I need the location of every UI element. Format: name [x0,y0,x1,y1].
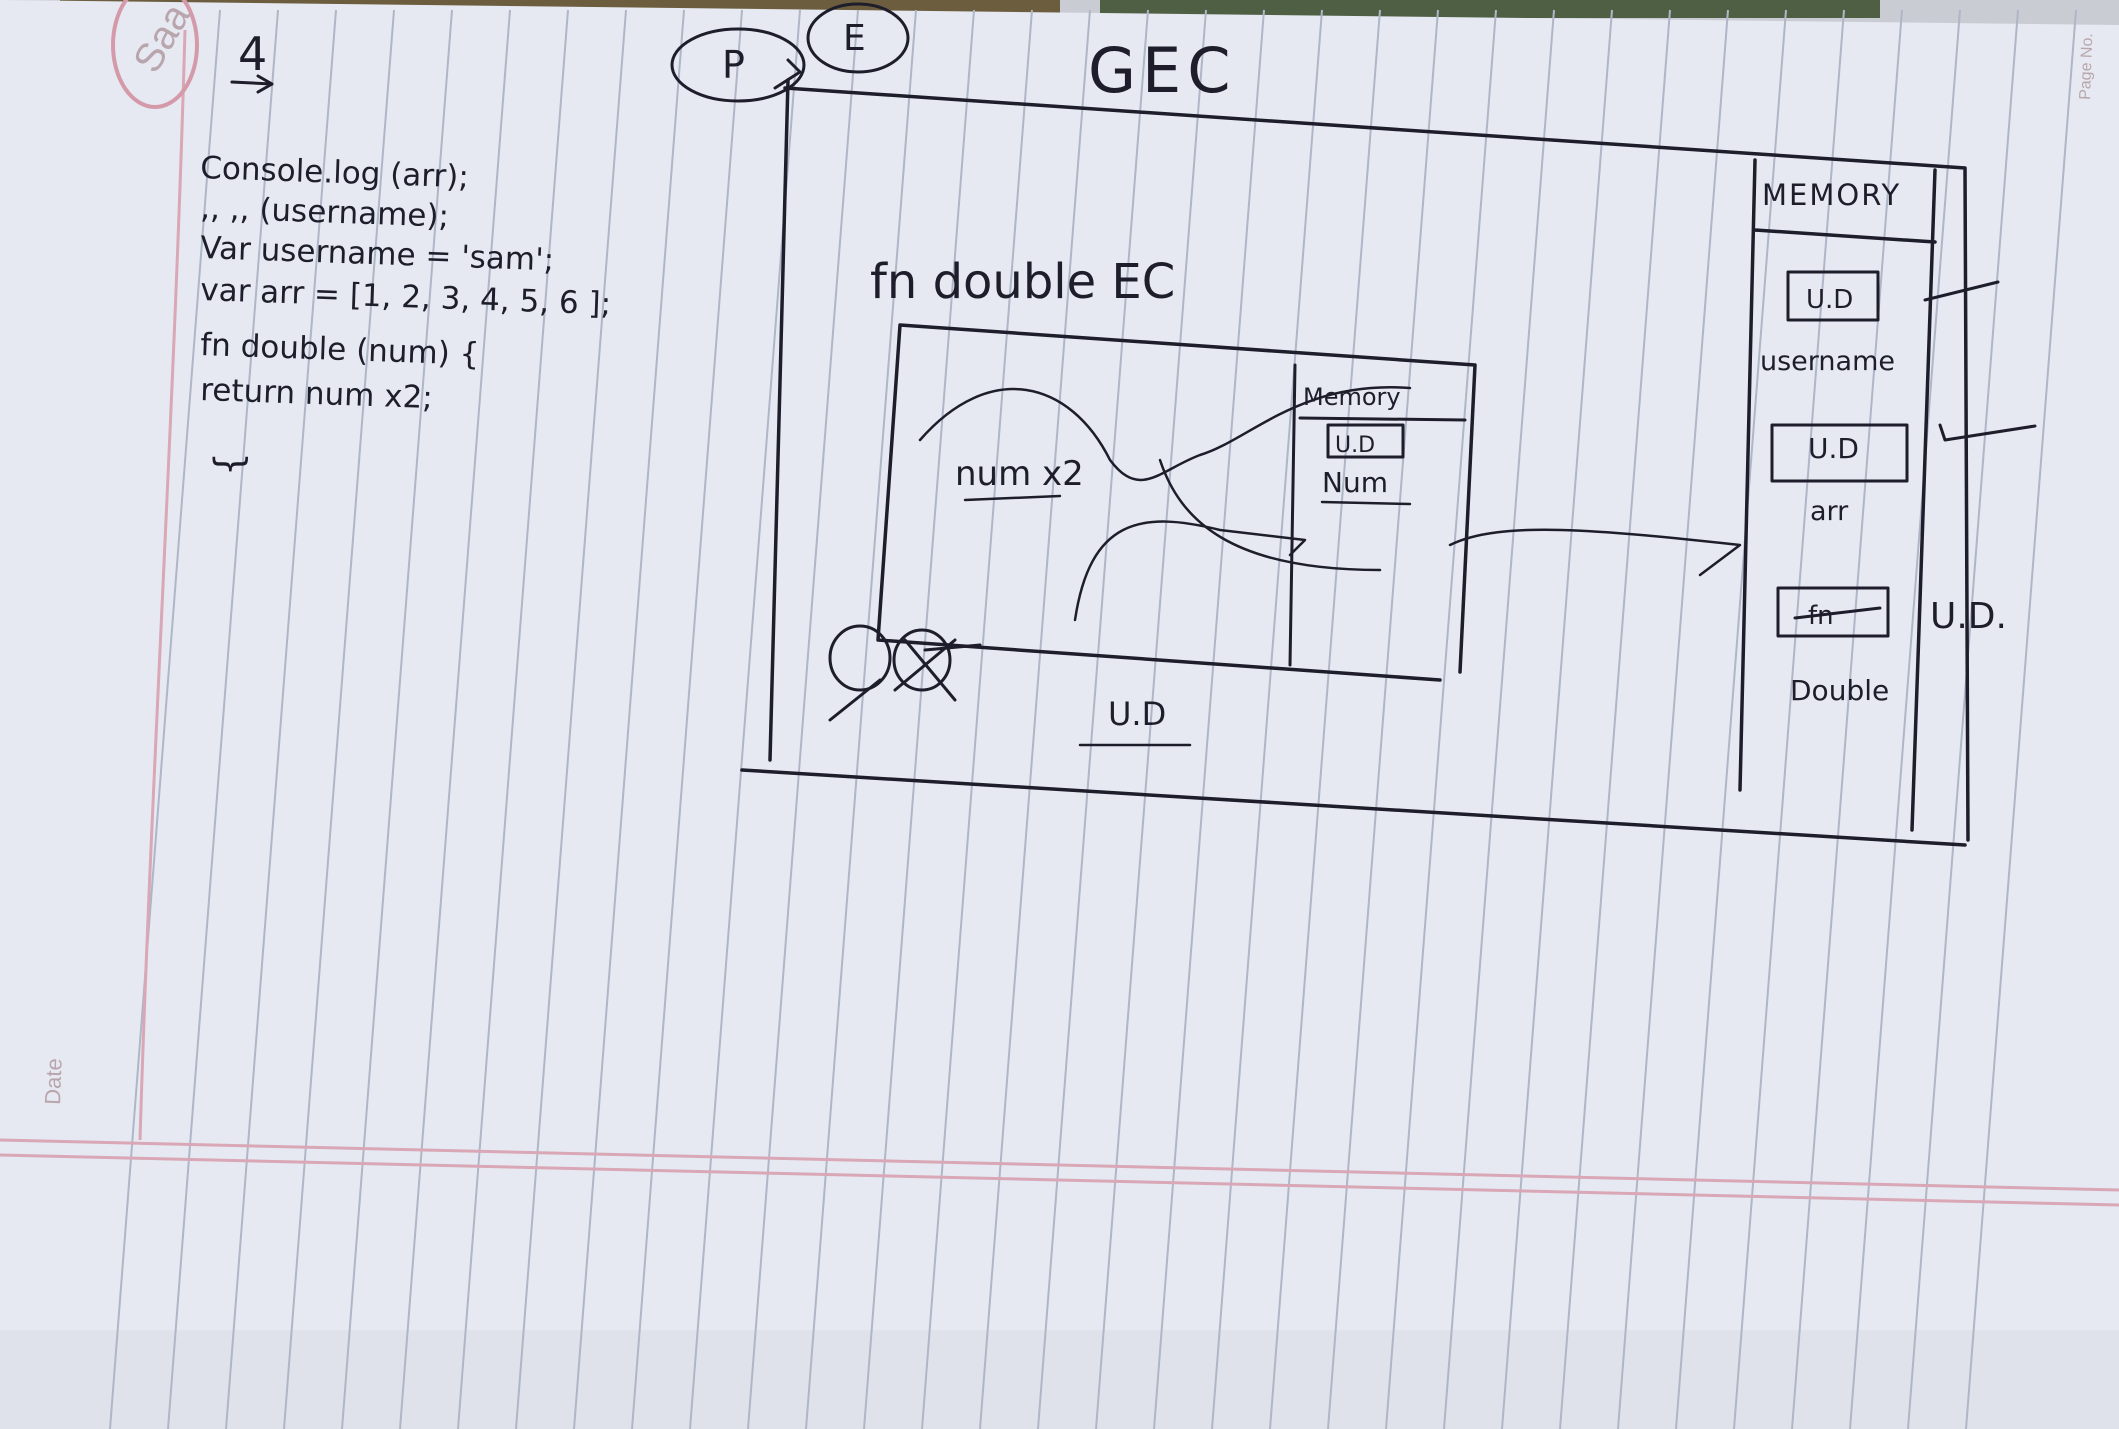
ruling-line [515,9,627,1429]
ruling-line [341,9,453,1429]
ruling-line [1791,9,1903,1429]
arrow-icon [230,74,274,94]
inner-ud: U.D [1335,433,1375,458]
ruling-line [109,9,221,1429]
note-marker: 4 [238,27,267,81]
ruling-line [573,9,685,1429]
page-rulings [109,9,2077,1429]
phase-p: P [722,43,745,87]
gec-diagram: P E GEC MEMORY U.D username U.D arr fn D… [670,2,2037,847]
ruling-line [399,9,511,1429]
inner-code: num x2 [955,454,1084,494]
inner-title: fn double EC [870,254,1175,310]
ruling-line [1327,9,1439,1429]
ruling-line [1443,9,1555,1429]
phase-p-circle [670,27,806,103]
ruling-line [921,9,1033,1429]
date-label: Date [40,1058,67,1105]
phase-e-circle [806,2,910,74]
ruling-line [1501,9,1613,1429]
ruling-line [1211,9,1323,1429]
ruling-line [1153,9,1265,1429]
ruling-line [457,9,569,1429]
ruling-line [1675,9,1787,1429]
margin-lines [0,29,2119,1207]
ruling-line [863,9,975,1429]
memory-name-username: username [1760,346,1895,377]
memory-name-double: Double [1790,674,1889,707]
ruling-line [1037,9,1149,1429]
memory-title: MEMORY [1762,178,1901,212]
ruling-line [167,9,279,1429]
code-line-6: return num x2; [200,372,434,416]
ruling-line [631,9,743,1429]
inner-var: Num [1322,466,1388,499]
code-line-7: } [210,452,254,476]
memory-value-arr: U.D [1808,432,1859,465]
memory-column [1738,158,1937,832]
flow-arrows [918,386,1742,622]
gec-outer-box [740,78,1970,847]
memory-name-arr: arr [1810,496,1849,527]
memory-box-double [1776,586,1890,638]
code-line-2: ,, ,, (username); [200,190,450,235]
phase-e: E [843,18,866,59]
ruling-line [689,9,801,1429]
page-label: Page No. [2077,33,2096,100]
ruling-line [1269,9,1381,1429]
memory-box-username [1786,270,1880,322]
memory-box-arr [1770,423,1909,483]
ruling-line [1849,9,1961,1429]
ruling-line [1907,9,2019,1429]
ruling-line [805,9,917,1429]
ruling-line [1095,9,1207,1429]
memory-value-username: U.D [1806,285,1853,315]
inner-ud-box [1326,423,1405,459]
ruling-line [1385,9,1497,1429]
ruling-line [1733,9,1845,1429]
gec-title: GEC [1088,34,1237,107]
ruling-line [979,9,1091,1429]
ruling-line [747,9,859,1429]
ruling-line [1965,9,2077,1429]
ruling-line [283,9,395,1429]
ruling-line [225,9,337,1429]
inner-footer-ud: U.D [1108,695,1166,733]
side-ud: U.D. [1930,596,2007,637]
